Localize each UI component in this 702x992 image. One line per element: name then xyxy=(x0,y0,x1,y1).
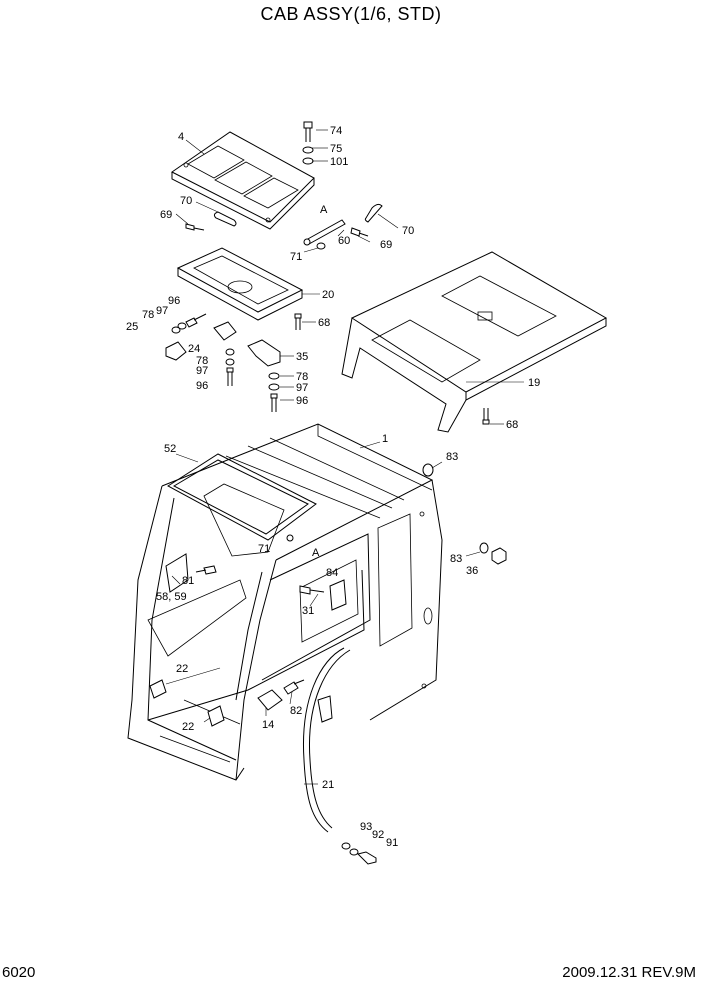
callout-label: 20 xyxy=(322,289,334,301)
callout-label: 60 xyxy=(338,235,350,247)
pin-69 xyxy=(185,223,195,231)
callout-label: 58, 59 xyxy=(156,591,187,603)
callout-label: 70 xyxy=(402,225,414,237)
callout-label: 101 xyxy=(330,156,348,168)
washer-92 xyxy=(349,848,359,856)
plug-36 xyxy=(491,547,507,565)
bolt-31 xyxy=(299,585,311,595)
callout-label: 93 xyxy=(360,821,372,833)
callout-label: 97 xyxy=(156,305,168,317)
date-revision: 2009.12.31 REV.9M xyxy=(562,964,696,981)
callout-label: 91 xyxy=(386,837,398,849)
callout-label: 4 xyxy=(178,131,184,143)
bumper-22-lower xyxy=(207,705,225,727)
callout-label: 78 xyxy=(142,309,154,321)
callout-labels: 74 75 101 4 70 69 60 69 70 71 20 96 97 7… xyxy=(126,125,540,849)
callout-label: 52 xyxy=(164,443,176,455)
callout-label: 96 xyxy=(196,380,208,392)
hatch-seal-52 xyxy=(167,453,317,541)
roof-hatch-cover xyxy=(171,131,315,230)
callout-label: 68 xyxy=(506,419,518,431)
callout-label: 69 xyxy=(380,239,392,251)
roof-panel-19 xyxy=(341,251,608,433)
callout-label: 96 xyxy=(296,395,308,407)
callout-label: 36 xyxy=(466,565,478,577)
washer-71 xyxy=(316,242,326,250)
bolt-91 xyxy=(357,851,377,865)
callout-label: 96 xyxy=(168,295,180,307)
callout-label: 25 xyxy=(126,321,138,333)
callout-label: 71 xyxy=(258,543,270,555)
callout-label: 22 xyxy=(176,663,188,675)
bumper-22-upper xyxy=(149,679,167,699)
split-pin-70-right xyxy=(364,203,383,223)
washer-101 xyxy=(302,157,314,165)
callout-label: 78 xyxy=(296,371,308,383)
callout-label: 97 xyxy=(296,382,308,394)
callout-label: 82 xyxy=(290,705,302,717)
callout-label: 70 xyxy=(180,195,192,207)
section-marker-upper: A xyxy=(320,204,328,216)
callout-label: 92 xyxy=(372,829,384,841)
callout-label: 71 xyxy=(290,251,302,263)
washer-75 xyxy=(302,146,314,154)
bracket-84 xyxy=(329,579,347,611)
callout-label: 78 xyxy=(196,355,208,367)
callout-label: 75 xyxy=(330,143,342,155)
bolt-96-right xyxy=(270,393,278,412)
callout-label: 35 xyxy=(296,351,308,363)
callout-label: 21 xyxy=(322,779,334,791)
hatch-opening xyxy=(203,483,285,557)
callout-label: 84 xyxy=(326,567,338,579)
callout-label: 69 xyxy=(160,209,172,221)
hatch-frame-20 xyxy=(176,247,304,321)
callout-label: 24 xyxy=(188,343,200,355)
split-pin-70 xyxy=(213,211,237,227)
callout-label: 74 xyxy=(330,125,342,137)
bolt-68-upper xyxy=(294,313,302,330)
bracket-58-59 xyxy=(165,553,189,593)
callout-label: 97 xyxy=(196,365,208,377)
page-title: CAB ASSY(1/6, STD) xyxy=(260,4,442,24)
bolt-74 xyxy=(303,121,313,142)
callout-label: 81 xyxy=(182,575,194,587)
callout-label: 83 xyxy=(450,553,462,565)
bolt-68-lower xyxy=(482,408,490,425)
hinge-24 xyxy=(213,321,237,341)
washer-93 xyxy=(341,842,351,850)
bolt-81 xyxy=(203,565,217,575)
hinge-35 xyxy=(247,339,281,367)
bolt-96-mid xyxy=(226,367,234,386)
callout-label: 14 xyxy=(262,719,274,731)
bolt-96-left xyxy=(185,313,207,328)
plate-14 xyxy=(257,689,283,711)
ground-cable-21 xyxy=(302,647,345,833)
page-number: 6020 xyxy=(2,964,36,981)
cab-frame-1 xyxy=(127,423,443,781)
leader-lines xyxy=(165,129,524,785)
cap-83-lower xyxy=(479,542,489,554)
callout-label: 31 xyxy=(302,605,314,617)
callout-label: 22 xyxy=(182,721,194,733)
callout-label: 68 xyxy=(318,317,330,329)
section-marker-lower: A xyxy=(312,547,320,559)
pin-69-right xyxy=(350,227,361,237)
cap-83-upper xyxy=(422,463,434,477)
callout-label: 19 xyxy=(528,377,540,389)
gas-stay-60 xyxy=(303,219,346,246)
bolt-82 xyxy=(283,681,299,695)
callout-label: 83 xyxy=(446,451,458,463)
bracket-25 xyxy=(165,341,187,361)
callout-label: 1 xyxy=(382,433,388,445)
